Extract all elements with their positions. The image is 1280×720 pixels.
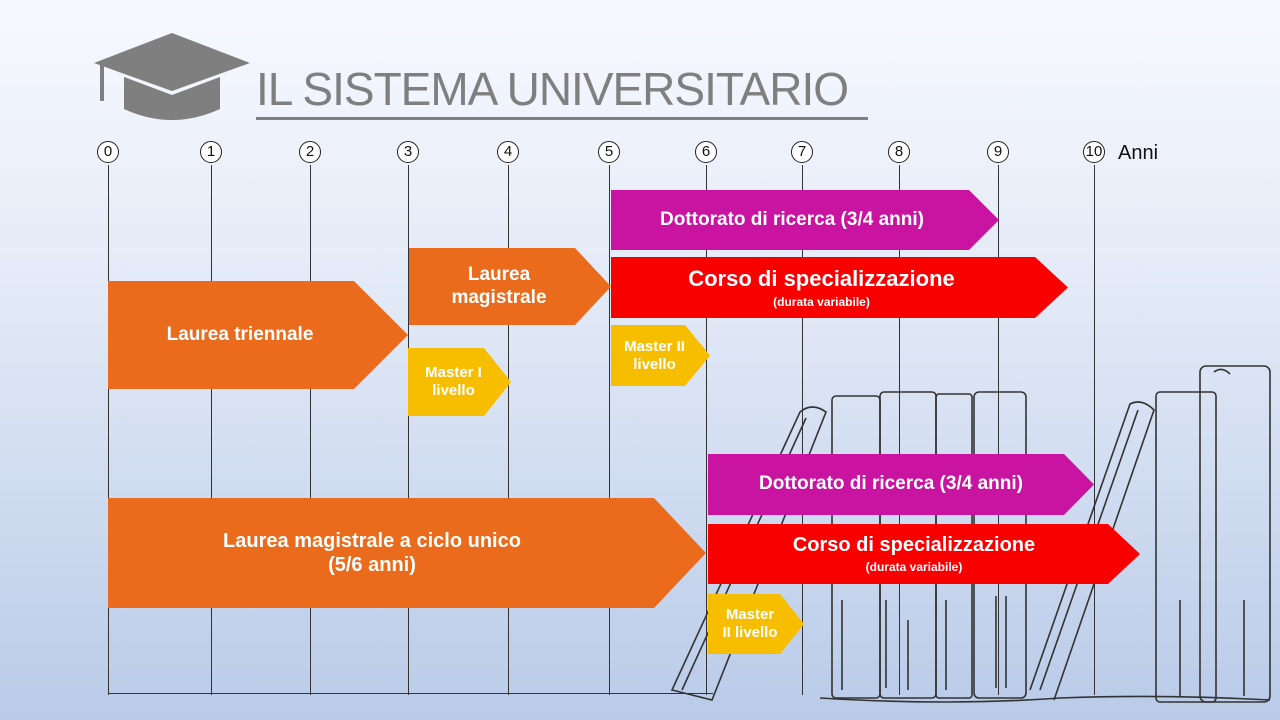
year-line-9 [998, 165, 999, 695]
year-tick: 3 [397, 141, 419, 163]
arrow-label-line: livello [432, 382, 475, 399]
arrow-label: Corso di specializzazione [688, 265, 955, 291]
year-line-10 [1094, 165, 1095, 695]
year-tick: 1 [200, 141, 222, 163]
arrow-label-line: Laurea magistrale a ciclo unico [223, 530, 521, 552]
ciclo-unico-arrow: Laurea magistrale a ciclo unico (5/6 ann… [108, 498, 706, 608]
year-line-4 [508, 165, 509, 695]
year-tick: 8 [888, 141, 910, 163]
master-2-arrow-2: Master II livello [708, 594, 804, 654]
year-line-0 [108, 165, 109, 695]
year-line-8 [899, 165, 900, 695]
year-tick: 2 [299, 141, 321, 163]
specializzazione-arrow-2: Corso di specializzazione (durata variab… [708, 524, 1140, 584]
arrow-sublabel: (durata variabile) [865, 560, 963, 575]
arrow-label-line: livello [633, 355, 676, 373]
arrow-label-line: Master II [624, 337, 685, 355]
year-tick: 4 [497, 141, 519, 163]
year-line-6 [706, 165, 707, 695]
year-line-7 [802, 165, 803, 695]
dottorato-arrow: Dottorato di ricerca (3/4 anni) [611, 190, 999, 250]
year-tick: 7 [791, 141, 813, 163]
arrow-label-line: Master [725, 606, 775, 623]
timeline-baseline [108, 693, 713, 694]
year-line-5 [609, 165, 610, 695]
year-tick: 6 [695, 141, 717, 163]
year-tick: 0 [97, 141, 119, 163]
arrow-label-line: II livello [722, 624, 778, 641]
arrow-label: Laurea triennale [166, 323, 314, 345]
axis-unit-label: Anni [1118, 142, 1159, 164]
arrow-label-line: magistrale [451, 286, 547, 308]
year-tick: 10 [1083, 141, 1105, 163]
laurea-triennale-arrow: Laurea triennale [108, 281, 408, 389]
arrow-label-line: Master I [425, 364, 482, 381]
arrow-label: Dottorato di ricerca (3/4 anni) [660, 208, 924, 230]
dottorato-arrow-2: Dottorato di ricerca (3/4 anni) [708, 454, 1094, 515]
year-tick: 5 [598, 141, 620, 163]
arrow-sublabel: (durata variabile) [773, 295, 870, 309]
arrow-label-line: (5/6 anni) [328, 554, 416, 576]
year-line-1 [211, 165, 212, 695]
graduation-cap-icon [94, 33, 250, 120]
page-title: IL SISTEMA UNIVERSITARIO [256, 63, 849, 115]
title-underline [256, 117, 868, 120]
year-line-3 [408, 165, 409, 695]
specializzazione-arrow: Corso di specializzazione (durata variab… [611, 257, 1068, 318]
arrow-label: Dottorato di ricerca (3/4 anni) [759, 473, 1023, 495]
year-line-2 [310, 165, 311, 695]
year-tick: 9 [987, 141, 1009, 163]
laurea-magistrale-arrow: Laurea magistrale [409, 248, 611, 325]
arrow-label-line: Laurea [467, 263, 531, 285]
arrow-label: Corso di specializzazione [792, 534, 1036, 557]
